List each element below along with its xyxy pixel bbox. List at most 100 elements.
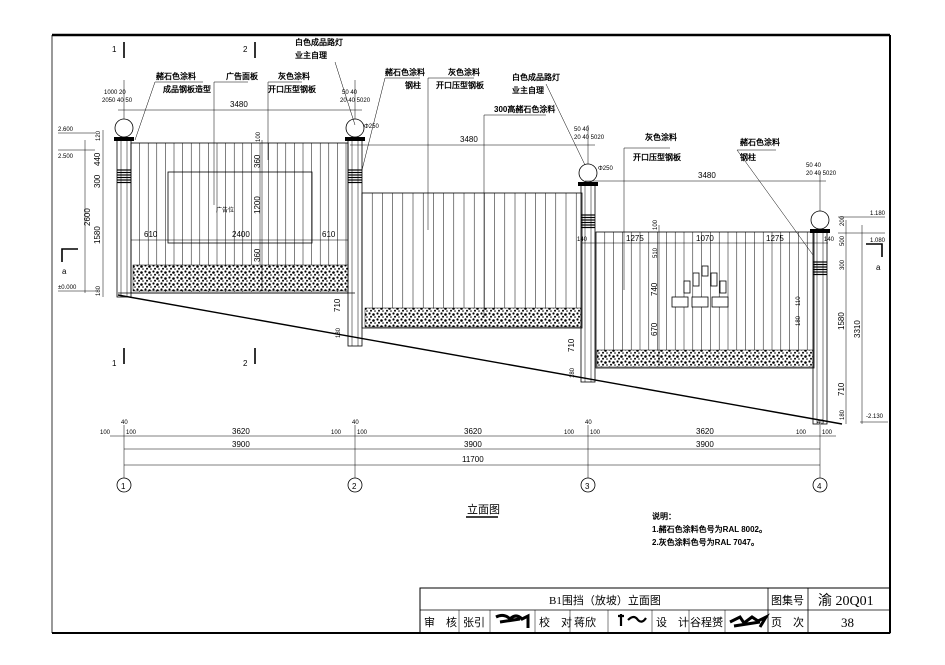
designer-name: 谷程赟 xyxy=(690,615,723,629)
dim-100-top: 100 xyxy=(256,131,262,142)
dim-lamp-3a: 50 40 xyxy=(574,127,590,133)
reviewer-signature xyxy=(495,613,530,628)
dim-110: 110 xyxy=(796,296,802,306)
note-1: 1.赭石色涂料色号为RAL 8002。 xyxy=(652,524,767,534)
callouts: 赭石色涂料 成品钢板造型 广告面板 灰色涂料 开口压型钢板 白色成品路灯 业主自… xyxy=(134,37,814,318)
dim-180-right: 180 xyxy=(840,409,846,420)
axis-label-2: 2 xyxy=(352,482,357,491)
dim-100: 100 xyxy=(564,430,575,436)
label-ochre-paint-1: 赭石色涂料 xyxy=(156,71,196,81)
dim-100: 100 xyxy=(590,430,601,436)
dim-11700: 11700 xyxy=(462,455,484,464)
ad-board xyxy=(167,171,313,244)
section-mark-a-left: a xyxy=(62,267,67,276)
elev-1180: 1.180 xyxy=(870,211,886,217)
label-steel-plate-shape: 成品钢板造型 xyxy=(163,84,211,94)
dim-100: 100 xyxy=(796,430,807,436)
dim-500-right: 500 xyxy=(840,235,846,246)
drawing-title: B1围挡（放坡）立面图 xyxy=(549,593,661,607)
dim-180-shape: 180 xyxy=(796,315,802,326)
notes-heading: 说明： xyxy=(652,511,676,521)
dim-300-right: 300 xyxy=(840,259,846,270)
elev-0: ±0.000 xyxy=(58,285,77,291)
street-lamp-icon xyxy=(114,118,134,138)
label-open-profiled-steel-3: 开口压型钢板 xyxy=(633,152,682,162)
note-2: 2.灰色涂料色号为RAL 7047。 xyxy=(652,537,759,547)
dimensions: 3480 3480 3480 1000 20 2050 40 50 50 40 … xyxy=(58,90,888,466)
label-ochre-300: 300高赭石色涂料 xyxy=(494,104,555,114)
ad-board-text: 广告位 xyxy=(216,206,234,214)
dim-2400: 2400 xyxy=(232,230,250,239)
section-marks: 1 2 1 2 a a xyxy=(61,42,883,368)
label-white-street-lamp-2: 白色成品路灯 xyxy=(512,72,560,82)
dim-670: 670 xyxy=(650,322,659,336)
post-cap xyxy=(114,137,134,141)
label-steel-column-2: 钢柱 xyxy=(740,152,756,162)
dim-100-p3: 100 xyxy=(653,219,659,230)
dim-710-p3: 710 xyxy=(567,338,576,352)
axis-label-1: 1 xyxy=(121,482,126,491)
label-lamp-dia-1: Φ250 xyxy=(364,124,379,130)
dim-40: 40 xyxy=(817,420,824,426)
elev-2600: 2.600 xyxy=(58,127,74,133)
page-label: 页 次 xyxy=(771,615,804,629)
reviewer-name: 张引 xyxy=(463,615,485,629)
dim-100: 100 xyxy=(331,430,342,436)
dim-610-right: 610 xyxy=(322,230,336,239)
dim-100: 100 xyxy=(822,430,833,436)
dim-lamp-4b: 20 40 5020 xyxy=(806,171,837,177)
dim-710-p2: 710 xyxy=(333,298,342,312)
dim-1070: 1070 xyxy=(696,234,714,243)
dim-1275-right: 1275 xyxy=(766,234,784,243)
label-ochre-paint-3: 赭石色涂料 xyxy=(740,137,780,147)
slope-ground-line xyxy=(117,294,843,425)
dim-120: 120 xyxy=(96,130,102,141)
steel-post xyxy=(810,172,830,425)
checker-signature xyxy=(618,614,647,626)
dim-360-top: 360 xyxy=(253,154,262,168)
dim-3900-3: 3900 xyxy=(696,440,714,449)
elev-2500: 2.500 xyxy=(58,154,74,160)
axis-bubble xyxy=(812,477,828,493)
axis-bubble xyxy=(580,477,596,493)
dim-lamp-2a: 50 40 xyxy=(342,90,358,96)
dim-2600: 2600 xyxy=(83,208,92,226)
dim-710-right: 710 xyxy=(837,382,846,396)
post-cap xyxy=(578,182,598,186)
drawing-frame xyxy=(51,33,891,634)
designer-signature xyxy=(729,613,770,628)
dim-100: 100 xyxy=(100,430,111,436)
dim-440: 440 xyxy=(93,152,102,166)
street-lamp-icon xyxy=(345,118,365,138)
label-grey-paint-2: 灰色涂料 xyxy=(448,67,480,77)
axis-label-3: 3 xyxy=(585,482,590,491)
section-mark-2-top: 2 xyxy=(243,45,248,54)
ochre-stone-band xyxy=(364,307,582,328)
review-label: 审 核 xyxy=(424,615,457,629)
fence-panel-3 xyxy=(595,231,815,369)
dim-140-left: 140 xyxy=(577,237,588,243)
view-title: 立面图 xyxy=(467,502,500,516)
section-mark-1-top: 1 xyxy=(112,45,117,54)
axis-bubble xyxy=(347,477,363,493)
title-block: B1围挡（放坡）立面图 图集号 渝 20Q01 审 核 张引 校 对 蒋欣 设 … xyxy=(419,587,891,634)
dim-200-right: 200 xyxy=(840,215,846,226)
dim-360-bottom: 360 xyxy=(253,248,262,262)
ochre-stone-band xyxy=(596,349,814,368)
checker-name: 蒋欣 xyxy=(574,615,596,629)
dim-40: 40 xyxy=(121,420,128,426)
label-ad-panel: 广告面板 xyxy=(226,71,259,81)
dim-3620-3: 3620 xyxy=(696,427,714,436)
steel-post xyxy=(114,80,134,298)
post-cap xyxy=(345,137,365,141)
section-mark-2-bottom: 2 xyxy=(243,359,248,368)
label-white-street-lamp-1: 白色成品路灯 xyxy=(295,37,343,47)
dim-lamp-3b: 20 40 5020 xyxy=(574,135,605,141)
axis-label-4: 4 xyxy=(817,482,822,491)
dim-40: 40 xyxy=(585,420,592,426)
dim-180-p2: 180 xyxy=(336,327,342,338)
dim-3620-2: 3620 xyxy=(464,427,482,436)
ochre-stone-band xyxy=(132,264,349,292)
dim-740: 740 xyxy=(650,282,659,296)
check-label: 校 对 xyxy=(539,615,572,629)
